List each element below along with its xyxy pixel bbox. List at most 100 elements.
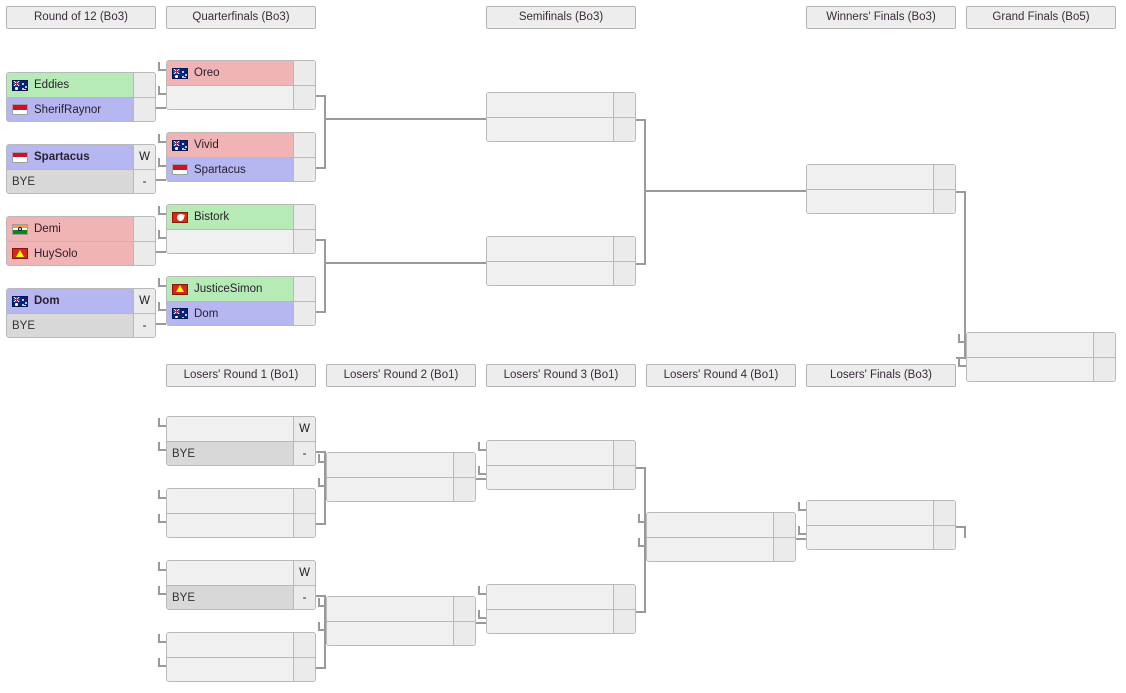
opponent-cell[interactable] [167,230,293,253]
match-row[interactable]: BYE- [7,313,155,337]
opponent-cell[interactable] [967,358,1093,381]
opponent-cell[interactable] [487,585,613,609]
opponent-cell[interactable] [807,526,933,549]
opponent-cell[interactable] [487,441,613,465]
match-row[interactable]: BYE- [7,169,155,193]
match-wb-sf-m1[interactable] [486,92,636,142]
opponent-cell[interactable] [167,417,293,441]
match-row[interactable] [327,477,475,501]
opponent-cell[interactable]: Bistork [167,205,293,229]
match-row[interactable] [487,465,635,489]
match-row[interactable] [807,189,955,213]
match-row[interactable] [807,525,955,549]
match-wb-wf[interactable] [806,164,956,214]
match-lb-r4[interactable] [646,512,796,562]
match-wb-qf-m3[interactable]: Bistork [166,204,316,254]
opponent-cell[interactable] [647,513,773,537]
match-row[interactable] [487,93,635,117]
round-header[interactable]: Winners' Finals (Bo3) [806,6,956,29]
match-lb-r1-m4[interactable] [166,632,316,682]
opponent-cell[interactable] [487,237,613,261]
opponent-cell[interactable]: HuySolo [7,242,133,265]
opponent-cell[interactable] [487,610,613,633]
opponent-cell[interactable] [327,453,453,477]
opponent-cell[interactable]: Vivid [167,133,293,157]
match-row[interactable] [327,597,475,621]
opponent-cell[interactable] [807,165,933,189]
round-header[interactable]: Semifinals (Bo3) [486,6,636,29]
opponent-cell[interactable] [487,466,613,489]
match-row[interactable]: W [167,561,315,585]
match-wb-qf-m1[interactable]: Oreo [166,60,316,110]
opponent-cell[interactable]: BYE [167,586,293,609]
match-lb-r1-m2[interactable] [166,488,316,538]
round-header[interactable]: Quarterfinals (Bo3) [166,6,316,29]
match-row[interactable] [967,333,1115,357]
match-row[interactable] [487,609,635,633]
match-row[interactable]: BYE- [167,585,315,609]
match-row[interactable] [807,165,955,189]
match-row[interactable] [647,513,795,537]
opponent-cell[interactable] [167,633,293,657]
opponent-cell[interactable] [807,501,933,525]
opponent-cell[interactable] [487,262,613,285]
opponent-cell[interactable] [167,561,293,585]
match-row[interactable] [167,85,315,109]
match-row[interactable] [167,513,315,537]
match-lb-r2-m2[interactable] [326,596,476,646]
opponent-cell[interactable]: Oreo [167,61,293,85]
match-gf[interactable] [966,332,1116,382]
match-row[interactable]: Vivid [167,133,315,157]
opponent-cell[interactable]: Dom [7,289,133,313]
match-row[interactable] [487,585,635,609]
match-row[interactable] [487,441,635,465]
opponent-cell[interactable]: Dom [167,302,293,325]
opponent-cell[interactable] [167,86,293,109]
opponent-cell[interactable]: BYE [7,314,133,337]
opponent-cell[interactable] [327,478,453,501]
opponent-cell[interactable] [647,538,773,561]
opponent-cell[interactable]: Spartacus [7,145,133,169]
round-header[interactable]: Losers' Finals (Bo3) [806,364,956,387]
match-row[interactable] [327,453,475,477]
match-lb-r2-m1[interactable] [326,452,476,502]
match-row[interactable]: W [167,417,315,441]
match-row[interactable]: Oreo [167,61,315,85]
match-row[interactable] [487,117,635,141]
opponent-cell[interactable] [967,333,1093,357]
opponent-cell[interactable] [487,118,613,141]
opponent-cell[interactable] [807,190,933,213]
match-row[interactable] [487,261,635,285]
round-header[interactable]: Round of 12 (Bo3) [6,6,156,29]
match-row[interactable] [167,229,315,253]
match-lb-lf[interactable] [806,500,956,550]
match-row[interactable] [647,537,795,561]
opponent-cell[interactable]: Eddies [7,73,133,97]
opponent-cell[interactable]: BYE [167,442,293,465]
opponent-cell[interactable]: Demi [7,217,133,241]
match-row[interactable] [967,357,1115,381]
match-row[interactable]: SherifRaynor [7,97,155,121]
match-row[interactable] [487,237,635,261]
opponent-cell[interactable]: BYE [7,170,133,193]
match-row[interactable]: Bistork [167,205,315,229]
match-wb-sf-m2[interactable] [486,236,636,286]
opponent-cell[interactable] [327,597,453,621]
opponent-cell[interactable]: SherifRaynor [7,98,133,121]
opponent-cell[interactable] [167,658,293,681]
match-lb-r3-m1[interactable] [486,440,636,490]
match-row[interactable] [167,489,315,513]
match-row[interactable] [327,621,475,645]
match-row[interactable] [807,501,955,525]
match-row[interactable]: Eddies [7,73,155,97]
opponent-cell[interactable] [167,514,293,537]
match-row[interactable]: HuySolo [7,241,155,265]
